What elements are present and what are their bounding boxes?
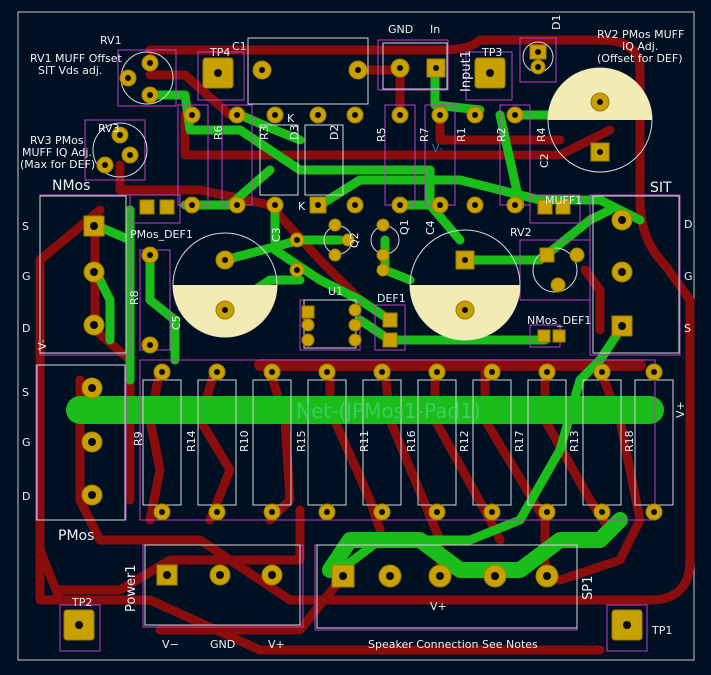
ref-muff1: MUFF1 <box>545 194 582 207</box>
ref-d3: D3 <box>288 125 301 140</box>
ref-q1: Q1 <box>398 219 411 235</box>
rv1-note-line1: RV1 MUFF Offset <box>30 52 122 65</box>
ref-d2: D2 <box>328 125 341 140</box>
ref-r18: R18 <box>623 430 636 452</box>
ref-q2: Q2 <box>348 232 361 248</box>
pmos-pin-d: D <box>22 490 30 503</box>
pmos-pin-s: S <box>22 386 29 399</box>
rv3-note-line2: MUFF IQ Adj. <box>22 146 92 159</box>
ref-r14: R14 <box>185 430 198 452</box>
ref-r16: R16 <box>405 430 418 452</box>
ref-tp4: TP4 <box>209 46 230 59</box>
net-label: Net-(JPMos1-Pad1) <box>296 399 481 423</box>
ref-input1: Input1 <box>459 50 474 92</box>
rv3-note-line3: (Max for DEF) <box>20 158 95 171</box>
power-gnd-label: GND <box>210 638 235 651</box>
ref-r1: R1 <box>455 127 468 142</box>
ref-def1: DEF1 <box>377 292 406 305</box>
ref-k2: K <box>298 200 306 213</box>
ref-r2: R2 <box>495 127 508 142</box>
vplus-right-label: V+ <box>674 401 687 418</box>
ref-r6: R6 <box>212 125 225 140</box>
sit-pin-s: S <box>684 322 691 335</box>
rv3-note-line1: RV3 PMos <box>30 134 84 147</box>
sit-label: SIT <box>650 180 672 196</box>
input-in-label: In <box>430 23 440 36</box>
input-gnd-label: GND <box>388 23 413 36</box>
ref-rv1: RV1 <box>100 34 122 47</box>
ref-r12: R12 <box>458 430 471 452</box>
ref-r7: R7 <box>418 127 431 142</box>
pmos-pin-g: G <box>22 436 31 449</box>
rv1-note-line2: SIT Vds adj. <box>38 64 102 77</box>
ref-u1: U1 <box>328 285 343 298</box>
pmos-label: PMos <box>58 528 94 544</box>
ref-r13: R13 <box>568 430 581 452</box>
sit-pin-g: G <box>684 270 693 283</box>
ref-pmos-def1: PMos_DEF1 <box>130 228 193 241</box>
ref-c5: C5 <box>170 315 183 330</box>
rv2-note-line1: RV2 PMos MUFF <box>597 28 684 41</box>
ref-r5: R5 <box>375 127 388 142</box>
ref-c3: C3 <box>270 227 283 242</box>
rv2-note-line2: IQ Adj. <box>622 40 658 53</box>
power-vminus-label: V− <box>162 638 179 651</box>
ref-r10: R10 <box>238 430 251 452</box>
pads <box>63 44 663 641</box>
ref-d1: D1 <box>550 15 563 30</box>
vminus-mid-label: V- <box>432 142 443 155</box>
ref-c1: C1 <box>232 40 247 53</box>
nmos-pin-d: D <box>22 322 30 335</box>
ref-k1: K <box>287 112 295 125</box>
ref-r17: R17 <box>513 430 526 452</box>
ref-r3: R3 <box>258 125 271 140</box>
ref-r9: R9 <box>132 431 145 446</box>
ref-r8: R8 <box>128 290 141 305</box>
ref-r11: R11 <box>358 430 371 452</box>
ref-c4: C4 <box>424 220 437 235</box>
sit-pin-d: D <box>684 218 692 231</box>
power-vplus-label: V+ <box>268 638 285 651</box>
ref-nmos-def1: NMos_DEF1 <box>527 314 591 327</box>
nmos-label: NMos <box>52 178 90 194</box>
ref-sp1: SP1 <box>581 576 596 600</box>
ref-r4: R4 <box>535 127 548 142</box>
silkscreen-text: RV1 MUFF Offset SIT Vds adj. RV1 RV3 RV3… <box>20 15 693 651</box>
sp-vplus-label: V+ <box>430 600 447 613</box>
ref-tp3: TP3 <box>481 46 502 59</box>
nmos-pin-s: S <box>22 220 29 233</box>
vminus-left-label: V- <box>36 339 49 350</box>
ref-tp1: TP1 <box>651 624 672 637</box>
speaker-note: Speaker Connection See Notes <box>368 638 538 651</box>
ref-rv3: RV3 <box>98 122 120 135</box>
ref-c2: C2 <box>538 153 551 168</box>
ref-r15: R15 <box>295 430 308 452</box>
ref-tp2: TP2 <box>71 596 92 609</box>
ref-power1: Power1 <box>124 564 139 612</box>
nmos-pin-g: G <box>22 270 31 283</box>
rv2-note-line3: (Offset for DEF) <box>597 52 683 65</box>
ref-rv2: RV2 <box>510 226 532 239</box>
